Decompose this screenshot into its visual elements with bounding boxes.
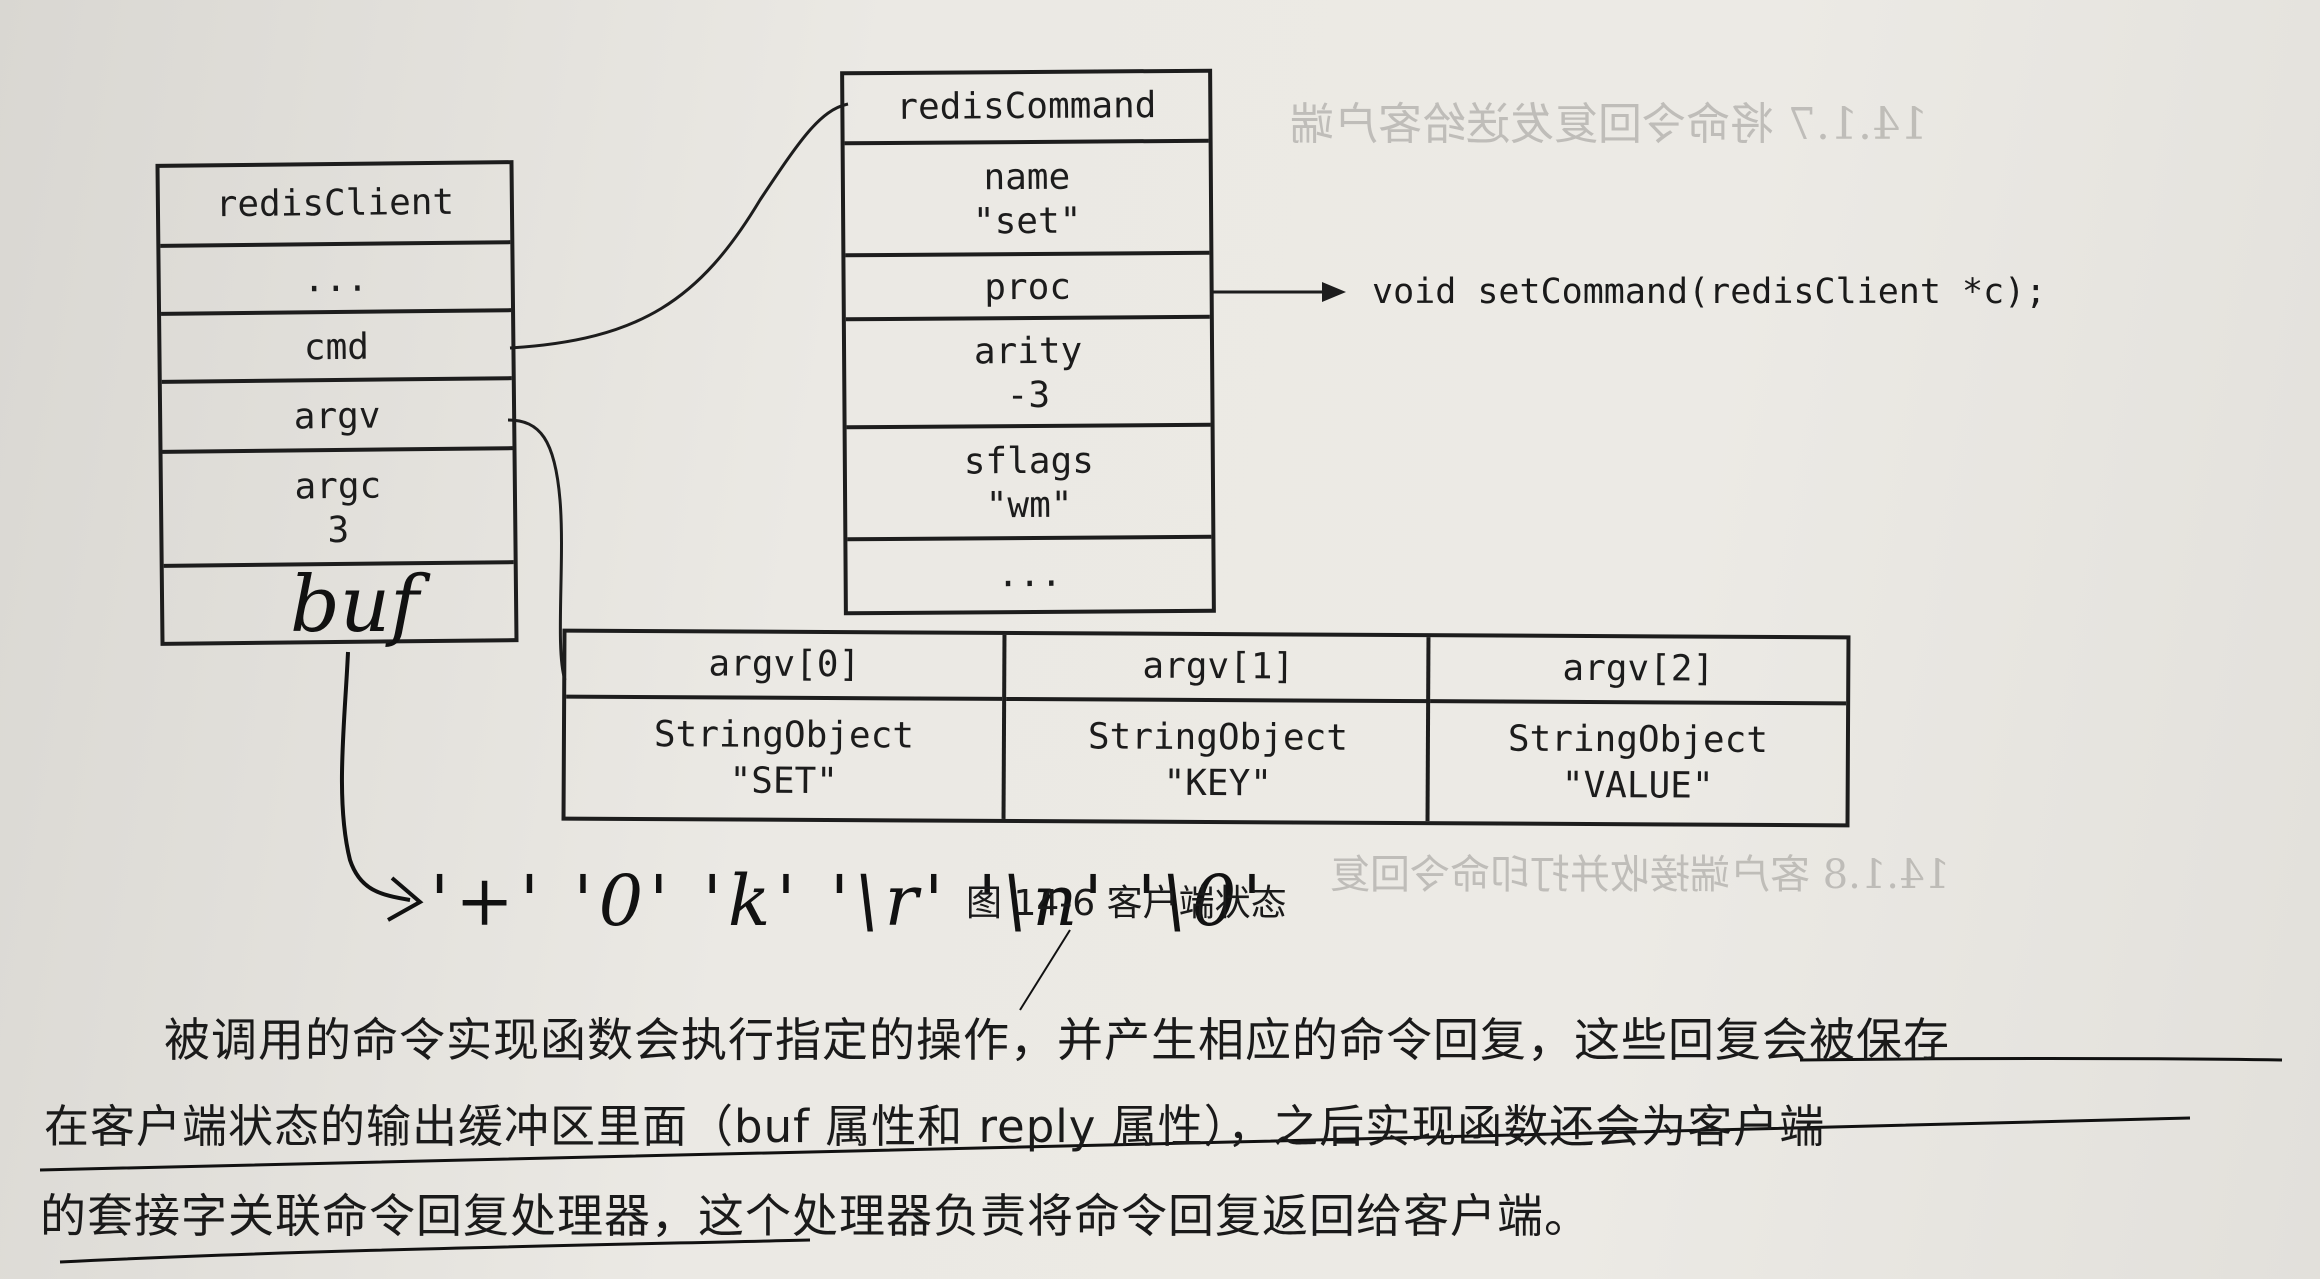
argv-cell-0-head-text: argv[0] (708, 643, 861, 686)
argv-cell-0-type: StringObject (653, 714, 915, 757)
argv-cell-0-value: "SET" (729, 760, 839, 803)
client-field-argc: argc 3 (162, 446, 514, 568)
buf-hand-arrow (339, 651, 411, 902)
command-field-proc-label: proc (984, 266, 1072, 309)
redis-client-title-text: redisClient (215, 181, 455, 226)
argv-cell-1-head: argv[1] (1006, 635, 1430, 699)
command-field-sflags-label: sflags (963, 440, 1094, 483)
redis-command-struct: redisCommand name "set" proc arity -3 sf… (840, 68, 1216, 616)
command-field-name: name "set" (844, 138, 1210, 258)
argv-cell-2-body: StringObject "VALUE" (1429, 699, 1847, 824)
redis-command-title-text: redisCommand (896, 85, 1157, 128)
figure-caption: 图 14-6 客户端状态 (966, 883, 1287, 924)
underline-3 (59, 1238, 811, 1264)
handwritten-reply-chars: '+' '0' 'k' '\r' '\n' '\0' (430, 860, 1268, 942)
command-field-ellipsis: ... (847, 534, 1212, 612)
argv-array: argv[0] StringObject "SET" argv[1] Strin… (561, 628, 1851, 828)
handwritten-buf-label: buf (290, 560, 420, 650)
client-field-argc-label: argc (294, 465, 382, 508)
client-field-ellipsis-text: ... (302, 258, 369, 301)
argv-cell-2-head-text: argv[2] (1562, 647, 1715, 690)
argv-cell-2-type: StringObject (1507, 718, 1769, 761)
command-field-sflags: sflags "wm" (846, 422, 1212, 542)
command-field-proc: proc (845, 250, 1210, 322)
argv-cell-1: argv[1] StringObject "KEY" (1001, 634, 1431, 822)
argv-cell-0-body: StringObject "SET" (565, 694, 1003, 819)
body-line-1: 被调用的命令实现函数会执行指定的操作，并产生相应的命令回复，这些回复会被保存 (164, 1013, 1950, 1067)
client-field-cmd-text: cmd (303, 326, 370, 369)
body-line-3: 的套接字关联命令回复处理器，这个处理器负责将命令回复返回给客户端。 (40, 1189, 1591, 1243)
client-field-cmd: cmd (161, 308, 512, 384)
client-field-argc-value: 3 (327, 509, 350, 552)
command-field-arity: arity -3 (845, 314, 1211, 430)
proc-target-signature: void setCommand(redisClient *c); (1372, 272, 2047, 312)
hand-stroke (1019, 929, 1071, 1011)
argv-cell-2-value: "VALUE" (1561, 764, 1714, 807)
command-field-arity-label: arity (973, 330, 1083, 373)
argv-cell-1-head-text: argv[1] (1142, 645, 1295, 688)
argv-cell-1-value: "KEY" (1163, 762, 1273, 805)
command-field-sflags-value: "wm" (985, 484, 1073, 527)
argv-cell-0-head: argv[0] (566, 633, 1002, 697)
buf-hand-arrowhead-icon (387, 876, 424, 922)
redis-client-title: redisClient (160, 164, 511, 244)
body-line-2: 在客户端状态的输出缓冲区里面（buf 属性和 reply 属性），之后实现函数还… (44, 1100, 1826, 1153)
command-field-ellipsis-text: ... (996, 553, 1063, 596)
argv-cell-2-head: argv[2] (1430, 637, 1846, 701)
proc-arrowhead-icon (1322, 282, 1346, 302)
command-field-name-label: name (983, 156, 1071, 199)
argv-to-array-line (507, 418, 567, 681)
client-field-argv: argv (161, 376, 513, 454)
argv-cell-0: argv[0] StringObject "SET" (565, 633, 1003, 819)
command-field-name-value: "set" (972, 200, 1082, 243)
argv-cell-1-type: StringObject (1087, 716, 1349, 759)
client-field-argv-text: argv (293, 395, 381, 438)
command-field-arity-value: -3 (1006, 374, 1051, 417)
underline-1 (1799, 1057, 2283, 1062)
argv-cell-1-body: StringObject "KEY" (1005, 696, 1431, 822)
underline-2 (39, 1116, 2191, 1172)
cmd-to-command-line (509, 102, 849, 350)
redis-command-title: redisCommand (844, 73, 1208, 142)
client-field-ellipsis: ... (160, 240, 512, 316)
argv-cell-2: argv[2] StringObject "VALUE" (1425, 637, 1847, 824)
